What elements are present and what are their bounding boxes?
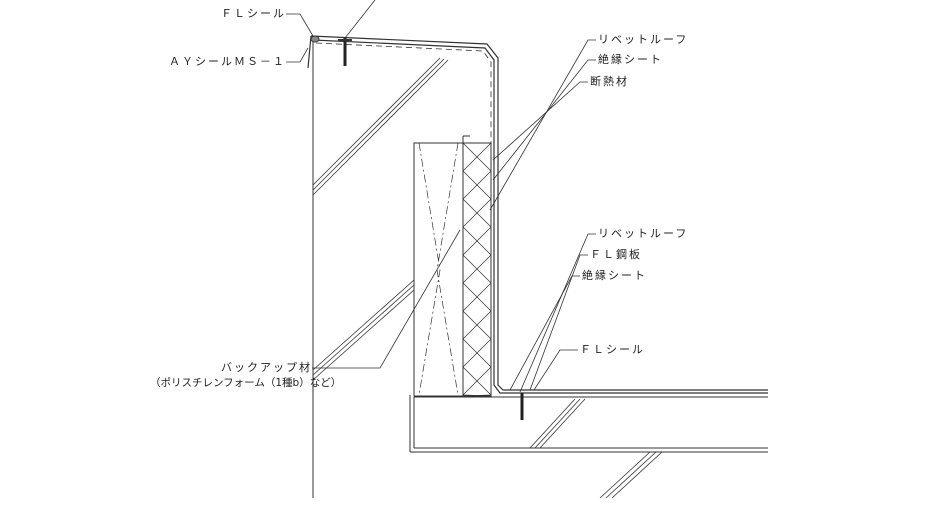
top-flashing: [307, 35, 768, 394]
backup-block: [413, 142, 464, 397]
hatch-line: [462, 170, 492, 200]
label-fl-seal-top: ＦＬシール: [221, 7, 286, 20]
hatch-line: [462, 338, 492, 368]
hatch-line: [462, 394, 492, 397]
label-backup-material-note: （ポリスチレンフォーム（1種b）など）: [150, 377, 342, 389]
label-insulation-sheet-top: 絶縁シート: [598, 53, 663, 66]
hatch-line: [462, 366, 492, 396]
label-rivet-roof-top: リベットルーフ: [598, 33, 689, 46]
hatch-line: [462, 282, 492, 312]
hatch-line: [462, 254, 492, 284]
label-fl-steel-plate: ＦＬ鋼板: [590, 248, 642, 261]
hatch-line: [462, 226, 492, 256]
label-insulation-sheet-bottom: 絶縁シート: [582, 269, 647, 282]
insulation-hatch: [462, 142, 492, 397]
hatch-line: [462, 142, 492, 172]
hatch-line: [462, 310, 492, 340]
seal-bead-icon: [310, 35, 320, 43]
slab: [409, 395, 768, 453]
label-fl-seal-bottom: ＦＬシール: [580, 343, 645, 356]
label-ay-seal: ＡＹシールＭＳ－１: [169, 55, 286, 68]
concrete-hatch: [312, 57, 663, 499]
label-rivet-roof-bottom: リベットルーフ: [598, 227, 689, 240]
screw-icon: [338, 38, 352, 66]
hatch-line: [462, 198, 492, 228]
label-backup-material: バックアップ材: [221, 361, 312, 374]
label-insulation-material: 断熱材: [590, 75, 629, 88]
leader-lines: [286, 0, 596, 393]
insulation-block: [462, 142, 492, 397]
